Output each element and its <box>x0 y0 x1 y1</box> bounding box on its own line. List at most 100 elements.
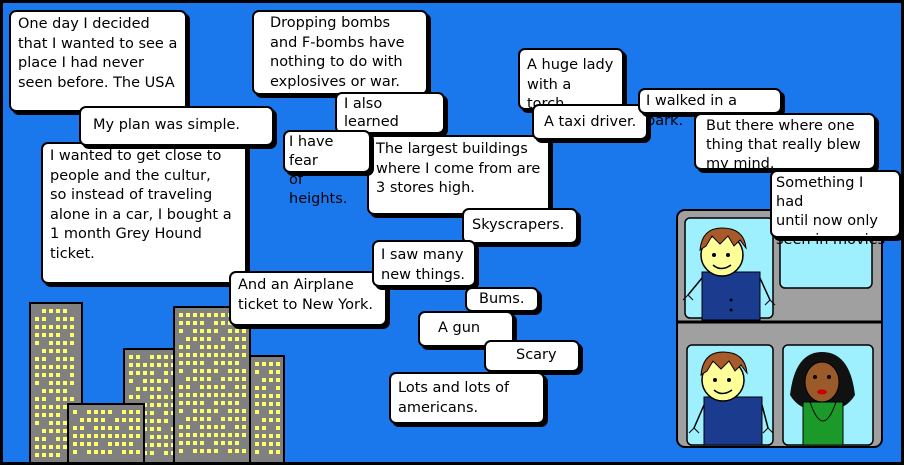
building-window <box>221 337 225 341</box>
building-window <box>276 402 280 406</box>
building-window <box>214 441 218 445</box>
building-window <box>179 321 183 325</box>
building-window <box>276 394 280 398</box>
building-window <box>129 410 133 414</box>
building-window <box>129 418 133 422</box>
building-window <box>179 329 183 333</box>
building-window <box>186 441 190 445</box>
building-window <box>228 329 232 333</box>
building-window <box>70 397 74 401</box>
building-window <box>49 429 53 433</box>
caption-bubble: I have fear of heights. <box>283 130 371 207</box>
building-window <box>122 418 126 422</box>
building-window <box>262 442 266 446</box>
building-window <box>35 453 39 457</box>
building-window <box>56 389 60 393</box>
building-window <box>56 309 60 313</box>
building-window <box>108 450 112 454</box>
caption-bubble: I also learned new things. <box>335 92 445 148</box>
building-window <box>193 337 197 341</box>
building-window <box>186 377 190 381</box>
building-window <box>63 349 67 353</box>
building-window <box>200 417 204 421</box>
building-window <box>108 442 112 446</box>
building-window <box>200 337 204 341</box>
building-window <box>49 453 53 457</box>
building-window <box>63 381 67 385</box>
building-window <box>228 353 232 357</box>
building-window <box>200 393 204 397</box>
building-window <box>108 426 112 430</box>
building-window <box>207 369 211 373</box>
building-window <box>63 445 67 449</box>
building-window <box>35 357 39 361</box>
building-window <box>129 450 133 454</box>
caption-bubble: But there where one thing that really bl… <box>694 113 876 172</box>
building-window <box>49 325 53 329</box>
building-window <box>262 362 266 366</box>
building-window <box>186 425 190 429</box>
building-window <box>235 433 239 437</box>
building-window <box>228 401 232 405</box>
building-window <box>129 371 133 375</box>
building-window <box>228 369 232 373</box>
building-window <box>80 434 84 438</box>
building-window <box>87 442 91 446</box>
building-window <box>179 441 183 445</box>
building-window <box>73 434 77 438</box>
building-window <box>228 361 232 365</box>
building-window <box>242 337 246 341</box>
building-window <box>207 337 211 341</box>
building-window <box>49 333 53 337</box>
building-window <box>214 369 218 373</box>
building-window <box>186 417 190 421</box>
building-window <box>150 411 154 415</box>
building-window <box>207 417 211 421</box>
caption-bubble: A taxi driver. <box>532 104 648 140</box>
building-window <box>255 386 259 390</box>
caption-bubble: I wanted to get close to people and the … <box>41 142 247 284</box>
building-window <box>269 370 273 374</box>
building-window <box>150 355 154 359</box>
building-window <box>129 355 133 359</box>
building-window <box>56 445 60 449</box>
building-window <box>157 379 161 383</box>
building-window <box>157 403 161 407</box>
building-window <box>56 437 60 441</box>
building-window <box>56 317 60 321</box>
building-window <box>214 321 218 325</box>
building-window <box>94 450 98 454</box>
building-window <box>136 371 140 375</box>
building-window <box>150 443 154 447</box>
building-window <box>164 355 168 359</box>
woman-figure <box>790 352 855 446</box>
building-window <box>200 385 204 389</box>
building-window <box>129 426 133 430</box>
building-window <box>122 442 126 446</box>
building-window <box>235 329 239 333</box>
building-window <box>157 355 161 359</box>
building-window <box>193 361 197 365</box>
building-window <box>35 373 39 377</box>
building-window <box>186 393 190 397</box>
building-window <box>221 401 225 405</box>
building-window <box>269 402 273 406</box>
building-window <box>80 418 84 422</box>
building-window <box>164 435 168 439</box>
building-window <box>179 313 183 317</box>
building-window <box>35 381 39 385</box>
building-window <box>214 409 218 413</box>
building-window <box>49 389 53 393</box>
building-window <box>269 394 273 398</box>
building-window <box>122 410 126 414</box>
building-window <box>262 402 266 406</box>
building-window <box>49 309 53 313</box>
building-window <box>56 365 60 369</box>
building-window <box>276 370 280 374</box>
building-window <box>49 341 53 345</box>
building-window <box>122 434 126 438</box>
building-window <box>255 402 259 406</box>
building-window <box>214 433 218 437</box>
building-window <box>157 427 161 431</box>
building-window <box>193 393 197 397</box>
